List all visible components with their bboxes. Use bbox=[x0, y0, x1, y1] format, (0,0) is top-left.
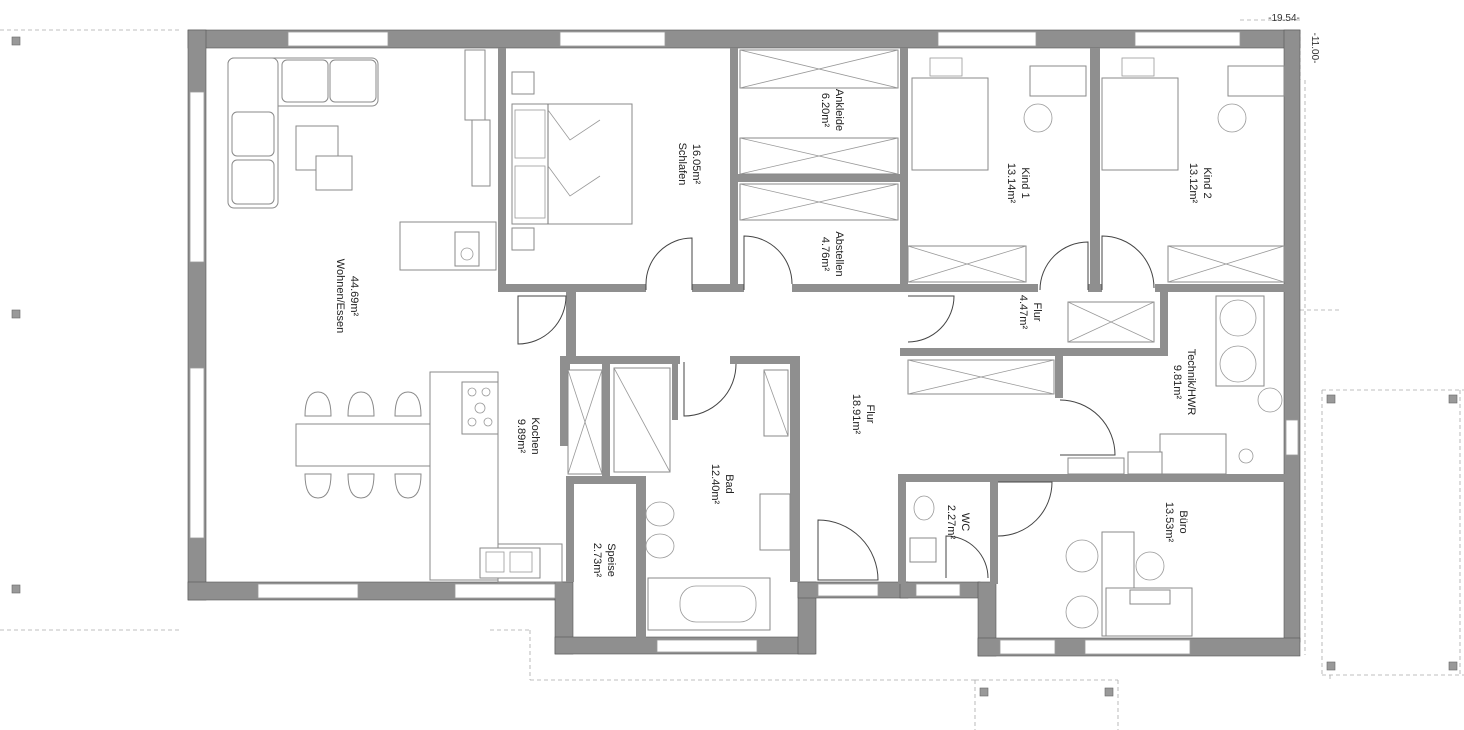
furniture-schlafen bbox=[511, 71, 633, 251]
room-name-technik: Technik/HWR bbox=[1185, 349, 1197, 416]
room-name-flur-main: Flur bbox=[864, 405, 876, 424]
furniture-buero bbox=[1065, 531, 1193, 637]
room-area-kind1: 13.14m² bbox=[1005, 163, 1017, 204]
windows bbox=[189, 31, 1299, 655]
room-area-buero: 13.53m² bbox=[1163, 502, 1175, 543]
room-name-buero: Büro bbox=[1177, 510, 1189, 533]
room-area-wohnen: 44.69m² bbox=[348, 276, 360, 317]
room-name-speise: Speise bbox=[605, 543, 617, 577]
room-name-ankleide: Ankleide bbox=[833, 89, 845, 131]
room-area-technik: 9.81m² bbox=[1171, 365, 1183, 400]
room-area-schlafen: 16.05m² bbox=[690, 144, 702, 185]
level-marker-right: -11.00- bbox=[1309, 33, 1320, 64]
furniture-technik bbox=[1067, 295, 1283, 475]
room-name-kind1: Kind 1 bbox=[1019, 167, 1031, 198]
survey-markers bbox=[11, 36, 1458, 697]
room-name-wc: WC bbox=[959, 513, 971, 531]
room-name-bad: Bad bbox=[723, 474, 735, 494]
furniture-flur bbox=[907, 301, 1155, 395]
room-area-speise: 2.73m² bbox=[591, 543, 603, 578]
room-name-schlafen: Schlafen bbox=[676, 143, 688, 186]
room-area-kochen: 9.89m² bbox=[515, 419, 527, 454]
room-name-abstellen: Abstellen bbox=[833, 231, 845, 276]
furniture-wohnen bbox=[227, 49, 563, 583]
inner-walls bbox=[498, 48, 1286, 638]
room-area-bad: 12.40m² bbox=[709, 464, 721, 505]
level-marker-top: -19.54- bbox=[1268, 13, 1300, 24]
room-name-flur-small: Flur bbox=[1031, 303, 1043, 322]
room-name-wohnen: Wohnen/Essen bbox=[334, 259, 346, 333]
reference-lines bbox=[0, 19, 1464, 730]
room-area-wc: 2.27m² bbox=[945, 505, 957, 540]
furniture-kinder bbox=[907, 57, 1285, 283]
room-area-flur-small: 4.47m² bbox=[1017, 295, 1029, 330]
room-area-kind2: 13.12m² bbox=[1187, 163, 1199, 204]
room-area-flur-main: 18.91m² bbox=[850, 394, 862, 435]
room-name-kind2: Kind 2 bbox=[1201, 167, 1213, 198]
room-name-kochen: Kochen bbox=[529, 417, 541, 454]
furniture-bad bbox=[567, 367, 937, 631]
room-area-abstellen: 4.76m² bbox=[819, 237, 831, 272]
doors bbox=[517, 235, 1155, 581]
furniture-ankleide bbox=[739, 49, 899, 221]
room-area-ankleide: 6.20m² bbox=[819, 93, 831, 128]
room-labels: Wohnen/Essen 44.69m² Schlafen 16.05m² An… bbox=[334, 89, 1213, 578]
